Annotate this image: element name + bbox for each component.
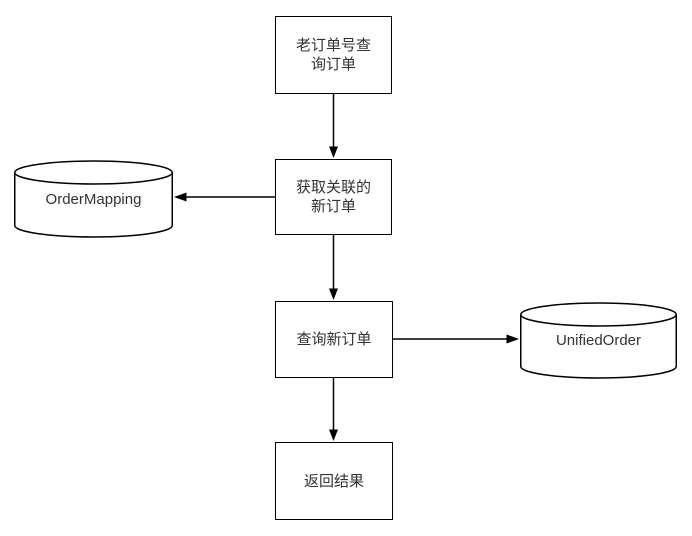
edge-get-related-to-order-mapping: [174, 192, 275, 202]
node-get-related-new-order: 获取关联的 新订单: [275, 159, 392, 235]
node-label-line: 老订单号查: [295, 37, 371, 54]
edge-query-new-to-return-result: [329, 378, 338, 441]
node-old-order-query: 老订单号查 询订单: [275, 16, 392, 94]
node-label: UnifiedOrder: [555, 332, 642, 349]
edge-old-order-to-get-related: [329, 94, 338, 158]
arrowhead-left: [174, 192, 187, 202]
node-label-line: 返回结果: [303, 472, 364, 490]
arrowhead-down-1: [329, 146, 338, 158]
cylinder-shape: [14, 160, 173, 238]
arrowhead-right: [506, 334, 519, 344]
edge-get-related-to-query-new: [329, 235, 338, 300]
node-label-line: 新订单: [310, 198, 356, 215]
cylinder-shape: [520, 302, 677, 379]
node-label-line: 询订单: [310, 56, 356, 73]
node-query-new-order: 查询新订单: [275, 301, 393, 378]
edge-query-new-to-unified-order: [393, 334, 519, 344]
arrowhead-down-2: [329, 288, 338, 300]
node-label-line: 查询新订单: [296, 331, 372, 348]
node-return-result: 返回结果: [275, 442, 393, 520]
arrowhead-down-3: [329, 429, 338, 441]
node-order-mapping-db: OrderMapping: [14, 160, 173, 238]
node-label-line: 获取关联的: [295, 179, 371, 196]
node-unified-order-db: UnifiedOrder: [520, 302, 677, 379]
node-label: OrderMapping: [45, 190, 142, 208]
